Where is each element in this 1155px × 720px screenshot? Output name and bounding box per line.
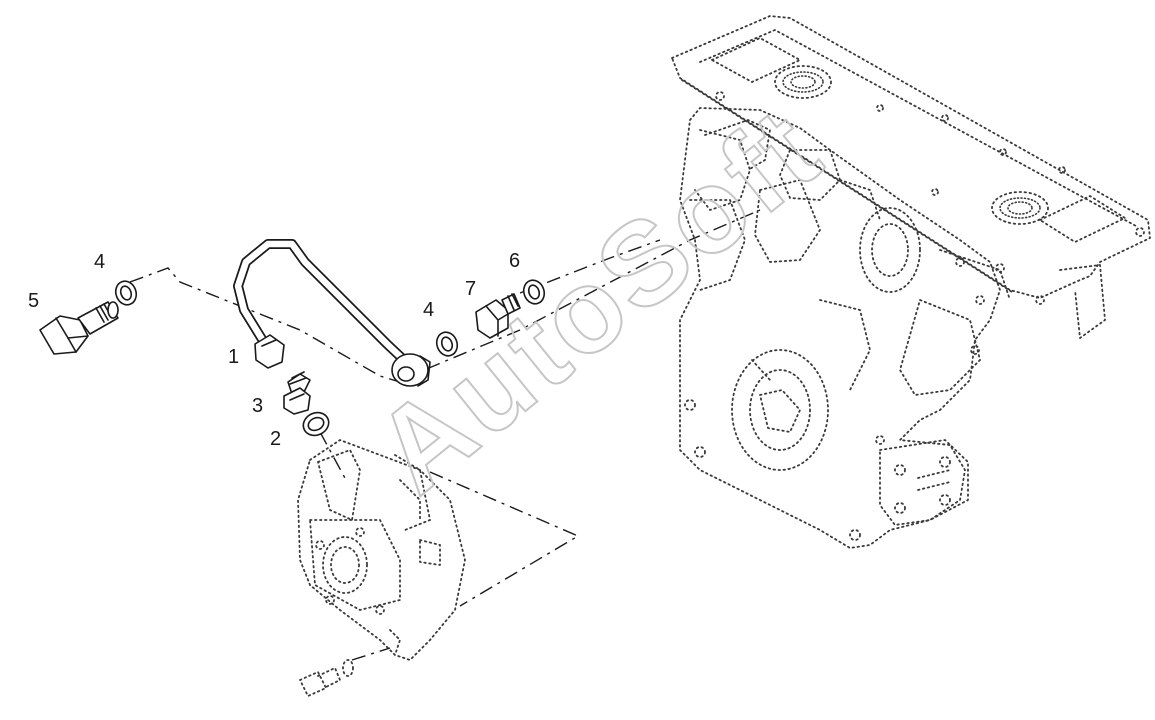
engine-block-outline xyxy=(671,15,1151,549)
callout-7: 7 xyxy=(465,278,476,300)
pump-housing-outline xyxy=(297,439,466,661)
fitting-part-3 xyxy=(283,371,311,415)
lower-bolt-outline xyxy=(299,659,354,697)
sealing-ring-part-6 xyxy=(522,279,546,305)
callout-4-right: 4 xyxy=(423,299,434,321)
washer-part-4-right xyxy=(435,331,459,357)
banjo-bolt-part-5 xyxy=(39,301,119,355)
callout-3: 3 xyxy=(252,395,263,417)
sealing-ring-part-2 xyxy=(302,411,330,437)
callout-1: 1 xyxy=(228,346,239,368)
fuel-pipe-part-1 xyxy=(233,239,431,387)
washer-part-4-left xyxy=(114,280,138,306)
union-fitting-part-7 xyxy=(475,293,521,339)
callout-4-left: 4 xyxy=(94,251,105,273)
callout-2: 2 xyxy=(270,428,281,450)
callout-6: 6 xyxy=(509,250,520,272)
callout-5: 5 xyxy=(28,290,39,312)
